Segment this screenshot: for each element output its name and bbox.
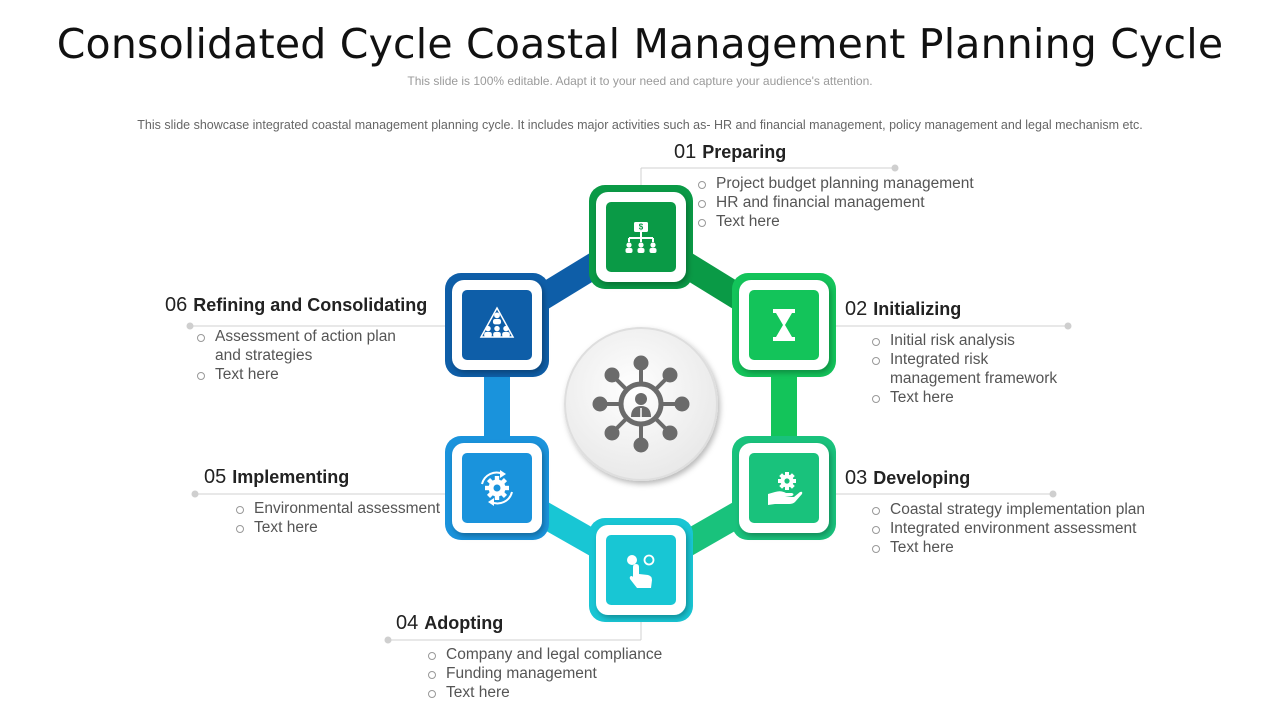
step-number: 05: [204, 466, 227, 488]
hierarchy-dollar-icon: $: [625, 222, 657, 253]
node-inner-tile: [749, 453, 819, 523]
step-02-node: [732, 273, 836, 377]
step-item-text: Initial risk analysis: [890, 332, 1015, 349]
step-item-text: Project budget planning management: [716, 175, 974, 192]
hand-tap-icon: [627, 554, 655, 588]
step-number: 06: [165, 294, 188, 316]
node-inner-tile: [606, 535, 676, 605]
center-hub: [564, 327, 718, 481]
step-item-text: Text here: [716, 213, 780, 230]
step-title: Refining and Consolidating: [193, 295, 428, 315]
team-pyramid-icon: [479, 306, 515, 338]
step-number: 02: [845, 298, 868, 320]
hourglass-icon: [773, 309, 795, 341]
step-number: 03: [845, 467, 868, 489]
gear-refresh-icon: [481, 470, 513, 506]
step-title: Adopting: [424, 613, 504, 633]
connector-dot: [1049, 490, 1057, 498]
step-list-item: Company and legal compliance: [426, 645, 662, 664]
step-list-item: Initial risk analysis: [870, 331, 1057, 350]
step-item-text: Text here: [890, 539, 954, 556]
step-list-item: Text here: [234, 518, 440, 537]
step-item-text: and strategies: [215, 347, 313, 364]
connector-lines: [186, 164, 1072, 644]
step-list-item: Integrated environment assessment: [870, 519, 1145, 538]
step-item-text: Integrated environment assessment: [890, 520, 1137, 537]
page-title: Consolidated Cycle Coastal Management Pl…: [56, 20, 1224, 68]
step-item-text: Text here: [446, 684, 510, 701]
step-title: Implementing: [232, 467, 350, 487]
step-list-item: Environmental assessment: [234, 499, 440, 518]
step-item-text: Funding management: [446, 665, 597, 682]
page-subtitle: This slide is 100% editable. Adapt it to…: [407, 74, 873, 88]
step-list-item: Project budget planning management: [696, 174, 974, 193]
node-inner-tile: [462, 290, 532, 360]
cycle-nodes: $: [445, 185, 836, 622]
svg-text:$: $: [639, 223, 644, 232]
connector-dot: [191, 490, 199, 498]
step-list-item: Text here: [426, 683, 662, 702]
step-item-text: Text here: [890, 389, 954, 406]
step-05-node: [445, 436, 549, 540]
network-person-icon: [592, 355, 690, 453]
step-06-node: [445, 273, 549, 377]
step-list-item: Integrated risk management framework: [870, 350, 1057, 388]
connector-dot: [891, 164, 899, 172]
step-title: Preparing: [702, 142, 787, 162]
hand-gear-icon: [768, 472, 803, 505]
step-item-text: Text here: [215, 366, 279, 383]
step-item-list: Project budget planning management HR and…: [696, 174, 974, 231]
step-item-text: Assessment of action plan: [215, 328, 396, 345]
step-list-item: Assessment of action plan and strategies: [195, 327, 427, 365]
page-description: This slide showcase integrated coastal m…: [137, 118, 1143, 132]
step-list-item: Funding management: [426, 664, 662, 683]
step-item-text: Coastal strategy implementation plan: [890, 501, 1146, 518]
step-04-node: [589, 518, 693, 622]
step-list-item: Text here: [870, 538, 1145, 557]
step-number: 04: [396, 612, 419, 634]
step-01-node: $: [589, 185, 693, 289]
connector-dot: [186, 322, 194, 330]
step-item-text: Integrated risk: [890, 351, 989, 368]
step-03-node: [732, 436, 836, 540]
step-title: Developing: [873, 468, 971, 488]
step-item-text: management framework: [890, 370, 1058, 387]
step-list-item: Text here: [870, 388, 1057, 407]
step-list-item: HR and financial management: [696, 193, 974, 212]
step-item-text: Text here: [254, 519, 318, 536]
step-item-text: HR and financial management: [716, 194, 925, 211]
connector-dot: [384, 636, 392, 644]
step-list-item: Text here: [696, 212, 974, 231]
step-number: 01: [674, 141, 697, 163]
step-list-item: Coastal strategy implementation plan: [870, 500, 1145, 519]
connector-dot: [1064, 322, 1072, 330]
step-item-text: Company and legal compliance: [446, 646, 663, 663]
step-title: Initializing: [873, 299, 962, 319]
step-list-item: Text here: [195, 365, 427, 384]
step-item-text: Environmental assessment: [254, 500, 441, 517]
